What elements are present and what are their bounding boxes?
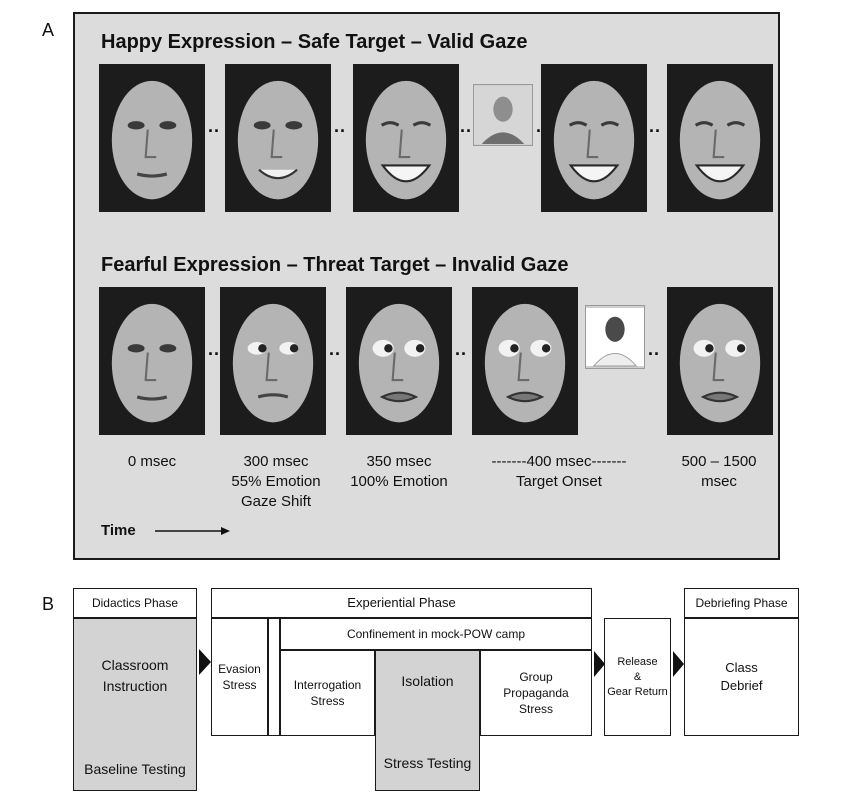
release-gear-return-box: Release & Gear Return — [604, 618, 671, 736]
stress-testing-label: Stress Testing — [383, 755, 472, 771]
target-photo-safe — [473, 84, 533, 146]
didactics-phase-box: Classroom Instruction Baseline Testing — [73, 618, 197, 791]
time-label-500-1500: 500 – 1500 msec — [681, 453, 757, 490]
flow-arrow-icon — [199, 649, 211, 675]
flow-arrow-icon — [594, 651, 605, 677]
time-label-300: 300 msec 55% Emotion Gaze Shift — [231, 453, 321, 510]
time-label-350: 350 msec 100% Emotion — [350, 453, 448, 490]
panel-a-letter: A — [42, 20, 55, 40]
face-happy-4 — [541, 64, 647, 212]
isolation-label: Isolation — [401, 673, 454, 689]
separator: .. — [460, 116, 473, 136]
class-debrief-box: Class Debrief — [684, 618, 799, 736]
separator: .. — [208, 339, 221, 359]
face-fearful-0 — [99, 287, 205, 435]
time-axis-label: Time — [101, 522, 136, 539]
row-title-happy: Happy Expression – Safe Target – Valid G… — [101, 31, 528, 53]
face-happy-2 — [353, 64, 459, 212]
group-propaganda-stress-box: Group Propaganda Stress — [480, 650, 592, 736]
separator: .. — [455, 339, 468, 359]
classroom-instruction-label: Classroom Instruction — [101, 657, 169, 694]
didactics-phase-header: Didactics Phase — [73, 588, 197, 618]
row-title-fearful: Fearful Expression – Threat Target – Inv… — [101, 254, 569, 276]
evasion-spacer-box — [268, 618, 280, 736]
debriefing-phase-header: Debriefing Phase — [684, 588, 799, 618]
face-fearful-1 — [220, 287, 326, 435]
time-arrow-icon — [155, 527, 230, 535]
flow-arrow-icon — [673, 651, 684, 677]
separator: .. — [208, 116, 221, 136]
target-photo-threat — [585, 305, 645, 369]
face-fearful-2 — [346, 287, 452, 435]
face-happy-5 — [667, 64, 773, 212]
panel-b-letter: B — [42, 594, 55, 614]
separator: .. — [329, 339, 342, 359]
panel-a-stimulus-sequence: Happy Expression – Safe Target – Valid G… — [73, 12, 780, 560]
face-fearful-5 — [667, 287, 773, 435]
interrogation-stress-box: Interrogation Stress — [280, 650, 375, 736]
baseline-testing-label: Baseline Testing — [84, 761, 186, 777]
separator: .. — [649, 116, 662, 136]
isolation-box: Isolation Stress Testing — [375, 650, 480, 791]
time-label-400: -------400 msec------- Target Onset — [491, 453, 627, 490]
separator: .. — [648, 339, 661, 359]
face-fearful-3 — [472, 287, 578, 435]
time-label-0: 0 msec — [127, 453, 177, 470]
face-happy-1 — [225, 64, 331, 212]
face-happy-0 — [99, 64, 205, 212]
confinement-header: Confinement in mock-POW camp — [280, 618, 592, 650]
experiential-phase-header: Experiential Phase — [211, 588, 592, 618]
evasion-stress-box: Evasion Stress — [211, 618, 268, 736]
separator: .. — [334, 116, 347, 136]
